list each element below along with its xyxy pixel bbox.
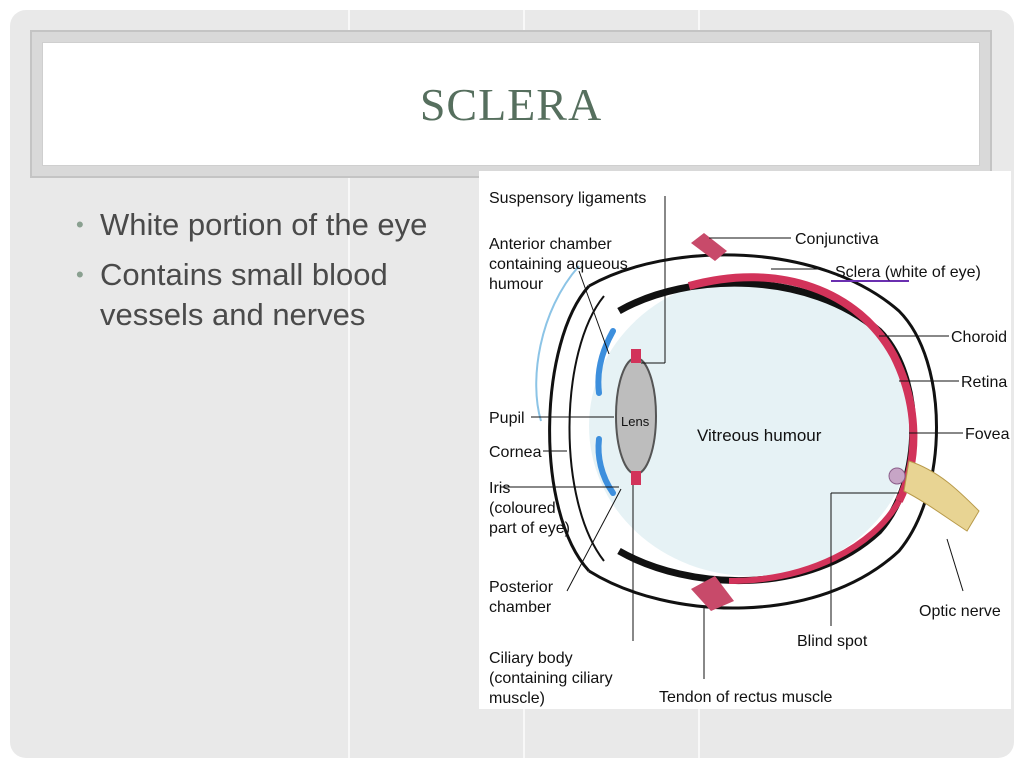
label-vitreous: Vitreous humour (697, 426, 822, 445)
bullet-list: • White portion of the eye • Contains sm… (72, 205, 432, 345)
label-optic: Optic nerve (919, 603, 1001, 620)
label-iris-2: (coloured (489, 500, 556, 517)
eye-diagram-svg: Suspensory ligaments Anterior chamber co… (479, 171, 1011, 709)
label-anterior-1: Anterior chamber (489, 236, 612, 253)
label-blind: Blind spot (797, 633, 868, 650)
label-ciliary-3: muscle) (489, 690, 545, 707)
label-lens: Lens (621, 414, 650, 429)
bullet-item: • Contains small blood vessels and nerve… (72, 255, 432, 335)
bullet-text: White portion of the eye (100, 207, 427, 242)
label-suspensory: Suspensory ligaments (489, 190, 646, 207)
bullet-item: • White portion of the eye (72, 205, 432, 245)
label-tendon: Tendon of rectus muscle (659, 689, 833, 706)
bullet-icon: • (76, 205, 84, 245)
label-sclera: Sclera (white of eye) (835, 264, 981, 281)
title-panel: SCLERA (42, 42, 980, 166)
label-iris-3: part of eye) (489, 520, 570, 537)
blind-spot-disc (889, 468, 905, 484)
label-posterior-1: Posterior (489, 579, 554, 596)
label-conjunctiva: Conjunctiva (795, 231, 879, 248)
label-retina: Retina (961, 374, 1007, 391)
ciliary-lower (631, 471, 641, 485)
label-pupil: Pupil (489, 410, 525, 427)
label-ciliary-2: (containing ciliary (489, 670, 613, 687)
label-posterior-2: chamber (489, 599, 552, 616)
label-anterior-3: humour (489, 276, 544, 293)
optic-nerve (904, 461, 979, 531)
ciliary-upper (631, 349, 641, 363)
label-anterior-2: containing aqueous (489, 256, 628, 273)
label-ciliary-1: Ciliary body (489, 650, 573, 667)
title-frame: SCLERA (30, 30, 992, 178)
bullet-icon: • (76, 255, 84, 295)
leader-line (947, 539, 963, 591)
bullet-text: Contains small blood vessels and nerves (100, 257, 388, 332)
slide-title: SCLERA (420, 78, 602, 131)
label-cornea: Cornea (489, 444, 542, 461)
label-iris-1: Iris (489, 480, 510, 497)
label-fovea: Fovea (965, 426, 1010, 443)
label-choroid: Choroid (951, 329, 1007, 346)
eye-diagram: Suspensory ligaments Anterior chamber co… (479, 171, 1011, 709)
slide: SCLERA • White portion of the eye • Cont… (10, 10, 1014, 758)
